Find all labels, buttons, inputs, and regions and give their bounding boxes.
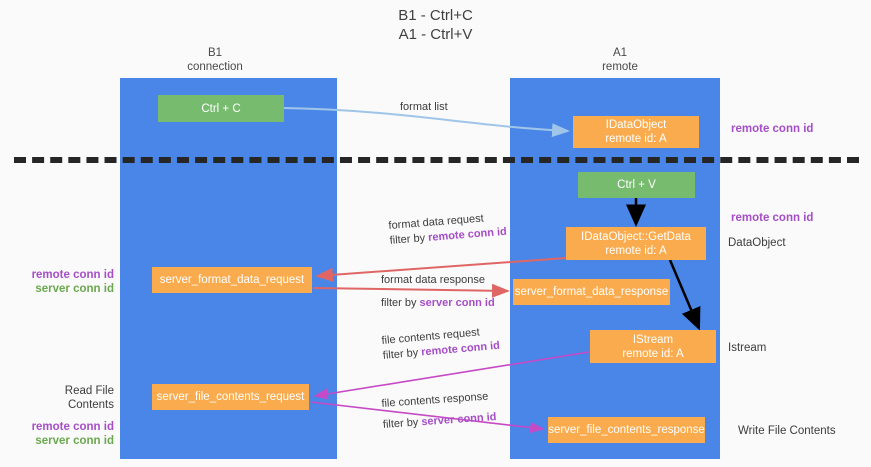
annotation-write-file-contents: Write File Contents: [738, 425, 836, 437]
node-getdata[interactable]: IDataObject::GetData remote id: A: [566, 227, 706, 260]
flow-label-format-data-response-key: server conn id: [419, 297, 495, 309]
flow-label-format-list: format list: [400, 100, 448, 115]
annotation-left-server-conn-id-1: server conn id: [35, 283, 114, 295]
node-server-file-contents-request[interactable]: server_file_contents_request: [152, 384, 309, 410]
flow-label-file-contents-response: file contents response filter by server …: [381, 389, 497, 433]
annotation-istream: Istream: [728, 342, 767, 354]
flow-label-file-contents-response-text: file contents response: [381, 390, 489, 410]
flow-label-file-contents-response-key: server conn id: [420, 411, 497, 429]
node-idataobject[interactable]: IDataObject remote id: A: [573, 116, 699, 148]
annotation-left-server-conn-id-2: server conn id: [35, 435, 114, 447]
node-server-format-data-response[interactable]: server_format_data_response: [513, 279, 670, 305]
annotation-left-remote-conn-id-1: remote conn id: [31, 269, 114, 281]
flow-label-file-contents-request-prefix: filter by: [382, 346, 422, 362]
page-title: B1 - Ctrl+C A1 - Ctrl+V: [0, 6, 871, 44]
node-idataobject-label: IDataObject: [605, 119, 667, 131]
phase-separator: [14, 157, 859, 163]
flow-label-format-data-request: format data request filter by remote con…: [388, 210, 507, 249]
node-server-file-contents-request-label: server_file_contents_request: [156, 391, 305, 403]
column-header-b1-name: B1: [207, 47, 223, 59]
flow-label-format-data-response-prefix: filter by: [381, 297, 420, 309]
node-istream-label: IStream: [632, 333, 674, 346]
flow-label-format-data-response-text: format data response: [381, 274, 485, 286]
node-ctrl-c[interactable]: Ctrl + C: [158, 95, 284, 122]
node-ctrl-c-label: Ctrl + C: [201, 102, 241, 115]
node-ctrl-v-label: Ctrl + V: [617, 179, 656, 191]
column-header-b1-sub: connection: [187, 61, 243, 73]
node-server-format-data-request[interactable]: server_format_data_request: [152, 267, 312, 293]
node-getdata-label: IDataObject::GetData: [581, 230, 691, 243]
column-header-a1-name: A1: [612, 47, 628, 59]
node-server-format-data-request-label: server_format_data_request: [159, 274, 305, 286]
annotation-left-conn-ids-1: remote conn id server conn id: [22, 268, 114, 296]
annotation-right-remote-conn-id-2: remote conn id: [731, 212, 814, 224]
node-getdata-sub: remote id: A: [605, 244, 667, 257]
annotation-left-conn-ids-2: Read File Contents remote conn id server…: [22, 384, 114, 448]
node-server-file-contents-response[interactable]: server_file_contents_response: [548, 417, 705, 443]
node-istream[interactable]: IStream remote id: A: [590, 330, 716, 363]
node-server-format-data-response-label: server_format_data_response: [514, 286, 669, 298]
node-server-file-contents-response-label: server_file_contents_response: [548, 424, 705, 436]
column-header-a1-sub: remote: [602, 61, 638, 73]
flow-label-format-list-text: format list: [400, 101, 448, 113]
annotation-right-remote-conn-id-1: remote conn id: [731, 123, 814, 135]
node-ctrl-v[interactable]: Ctrl + V: [578, 172, 695, 198]
node-idataobject-sub: remote id: A: [605, 133, 667, 145]
flow-label-format-data-request-prefix: filter by: [389, 231, 429, 247]
column-header-b1: B1 connection: [140, 46, 290, 74]
flow-label-file-contents-response-prefix: filter by: [382, 416, 422, 431]
title-line-2: A1 - Ctrl+V: [398, 26, 473, 43]
annotation-read-file-contents: Read File Contents: [64, 385, 114, 411]
flow-label-file-contents-request: file contents request filter by remote c…: [381, 324, 501, 364]
flow-label-format-data-response: format data response filter by server co…: [381, 273, 495, 311]
title-line-1: B1 - Ctrl+C: [398, 7, 473, 24]
column-header-a1: A1 remote: [540, 46, 700, 74]
annotation-dataobject: DataObject: [728, 237, 786, 249]
annotation-left-remote-conn-id-2: remote conn id: [31, 421, 114, 433]
node-istream-sub: remote id: A: [622, 347, 684, 360]
